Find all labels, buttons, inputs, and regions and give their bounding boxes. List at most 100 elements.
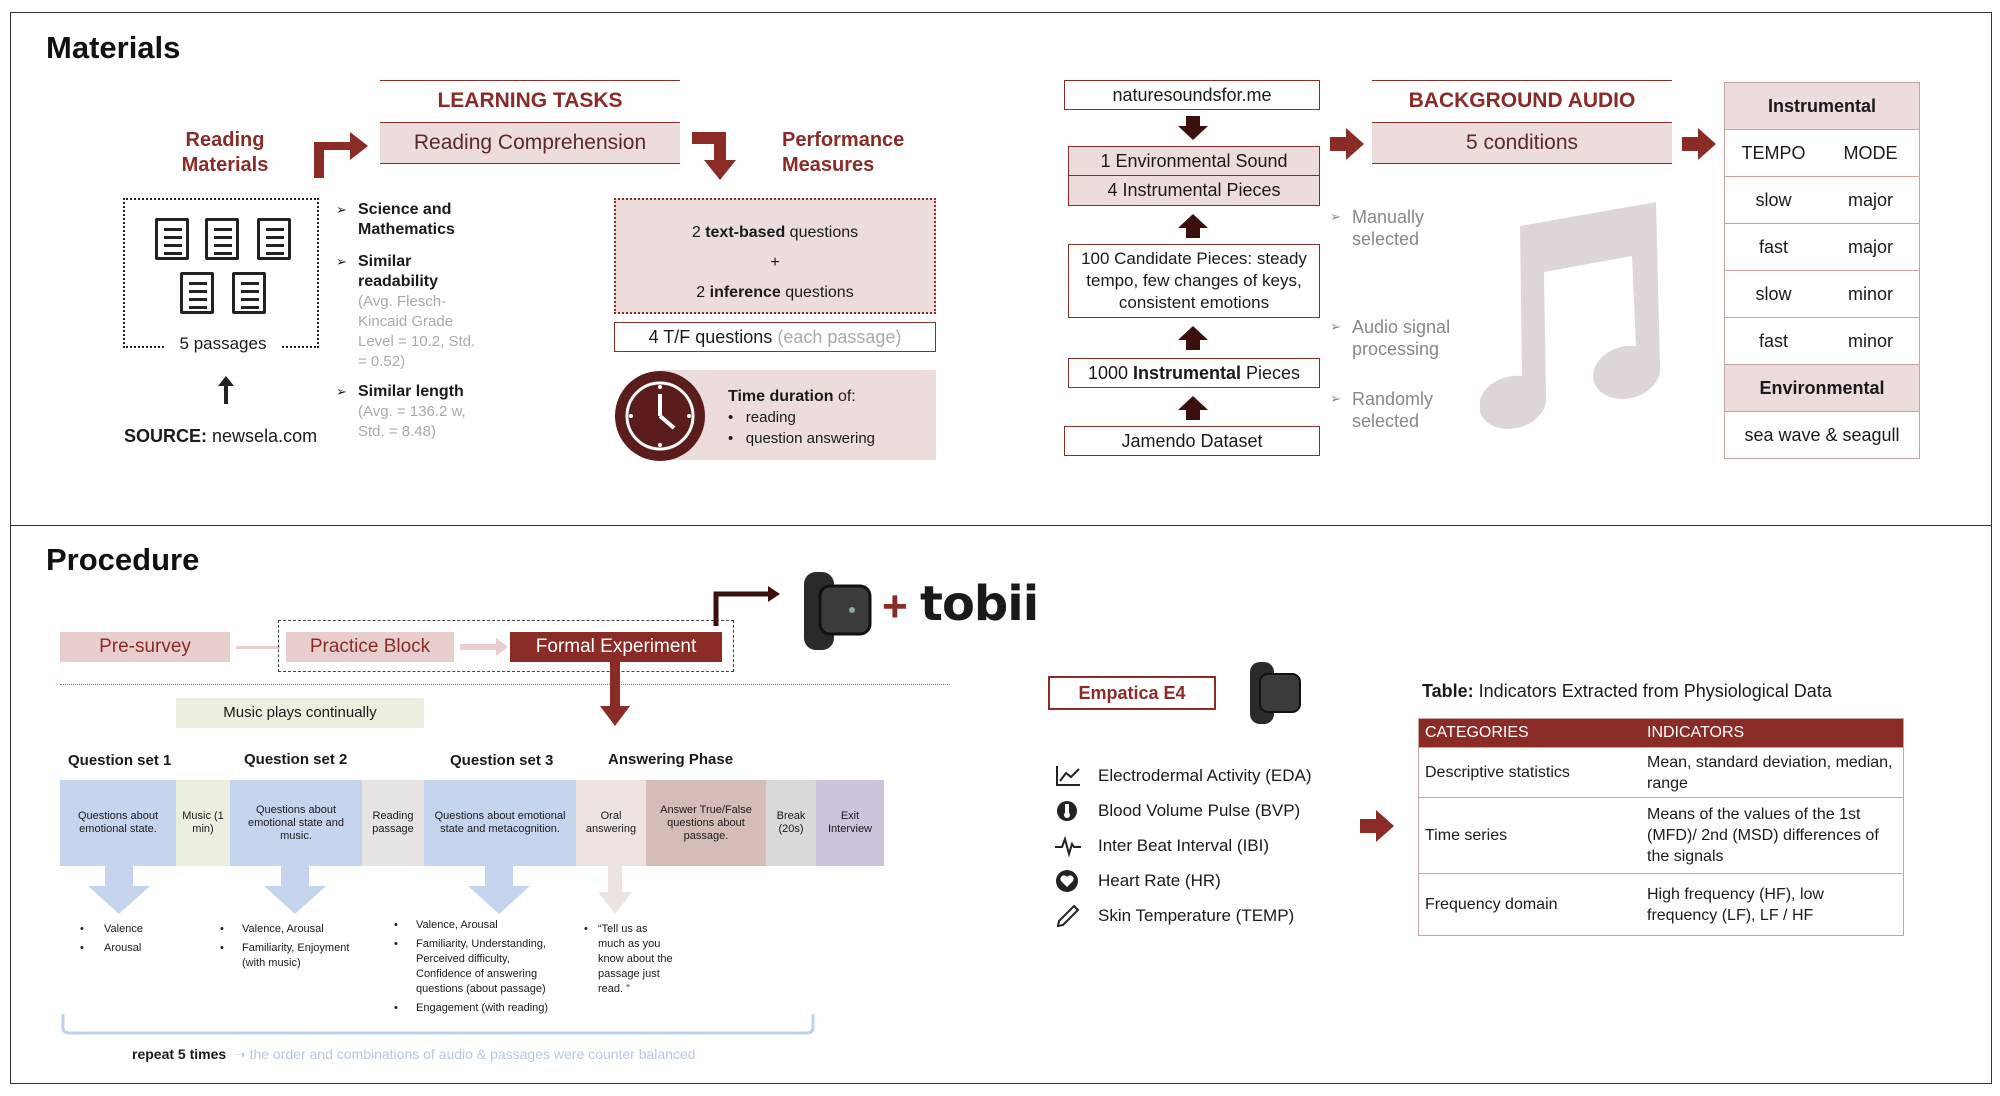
up-arrow-icon [1178,396,1208,420]
clock-icon [615,371,705,461]
up-arrow-icon [1178,326,1208,350]
down-arrow-icon [88,864,150,914]
procedure-title: Procedure [46,542,200,577]
bent-arrow-icon [314,132,368,178]
naturesounds-box: naturesoundsfor.me [1064,80,1320,110]
arrow-right-icon: ➝ [230,1046,250,1062]
timeline-band: Exit Interview [816,780,884,866]
materials-title: Materials [46,30,181,65]
music-plays-banner: Music plays continually [176,698,424,728]
down-arrow-icon [264,864,326,914]
timeline-band: Reading passage [362,780,424,866]
tobii-logo: tobii [920,576,1039,632]
timeline-band: Music (1 min) [176,780,230,866]
timeline-band: Oral answering [576,780,646,866]
divider-line [60,684,950,685]
timeline-bands: Questions about emotional state. Music (… [60,780,884,866]
properties-list: ➢ Science and Mathematics ➢ Similar read… [336,200,486,442]
reading-materials-label: Reading Materials [181,129,269,176]
formal-group-outline [278,620,734,672]
set2-list: •Valence, Arousal •Familiarity, Enjoymen… [220,923,350,969]
performance-measures-label: Performance Measures [782,129,905,176]
right-arrow-icon [460,638,508,656]
conditions-box: 5 conditions [1372,122,1672,164]
repeat-bracket [61,1014,815,1035]
table-row: sea wave & seagull [1725,411,1919,458]
answer-quote: •“Tell us as much as you know about the … [584,923,673,995]
table-row: slow major [1725,176,1919,223]
table-row: Frequency domain High frequency (HF), lo… [1419,873,1903,935]
table-row: TEMPO MODE [1725,129,1919,176]
table-header-row: CATEGORIES INDICATORS [1419,719,1903,747]
table-row: fast major [1725,223,1919,270]
source-line: SOURCE: newsela.com [124,426,317,447]
wristband-icon [1250,662,1301,724]
procedure-panel [10,525,1992,1084]
chevron-right-icon: ➢ [1330,209,1341,224]
indicator-item: Electrodermal Activity (EDA) [1054,758,1354,793]
set-header: Question set 1 [68,752,172,769]
passages-label: 5 passages [165,334,281,354]
chevron-right-icon: ➢ [336,202,347,217]
table-caption: Table: Indicators Extracted from Physiol… [1422,681,1832,701]
right-arrow-icon [1330,128,1364,160]
table-row: fast minor [1725,317,1919,364]
chart-line-icon [1056,765,1080,786]
questions-box: 2 text-based questions + 2 inference que… [614,198,936,314]
music-note-icon [1480,202,1661,429]
turn-down-arrow-icon [692,132,736,180]
instrumental-header: Instrumental [1725,83,1919,129]
jamendo-box: Jamendo Dataset [1064,426,1320,456]
pulse-icon [1055,835,1081,858]
timeline-band: Answer True/False questions about passag… [646,780,766,866]
down-arrow-icon [1178,116,1208,140]
down-arrow-icon [600,662,630,726]
time-duration-text: Time duration of: • reading • question a… [728,388,876,447]
table-row: Descriptive statistics Mean, standard de… [1419,747,1903,797]
formal-experiment-box: Formal Experiment [510,632,722,662]
set-header: Question set 3 [450,752,554,769]
environmental-header: Environmental [1725,364,1919,411]
instr-pieces-box: 4 Instrumental Pieces [1068,176,1320,206]
connector-line [236,646,280,649]
chevron-right-icon: ➢ [1330,319,1341,334]
document-icon [205,218,239,260]
document-icon [180,272,214,314]
learning-tasks-title: LEARNING TASKS [380,80,680,113]
set3-list: •Valence, Arousal •Familiarity, Understa… [394,919,549,1014]
indicator-item: Inter Beat Interval (IBI) [1054,828,1354,863]
set1-list: •Valence •Arousal [80,923,143,954]
indicator-item: Blood Volume Pulse (BVP) [1054,793,1354,828]
thousand-pieces-box: 1000 Instrumental Pieces [1068,358,1320,388]
indicator-item: Skin Temperature (TEMP) [1054,898,1354,933]
right-arrow-icon [1682,128,1716,160]
set-header: Question set 2 [244,751,348,768]
property-item: ➢ Similar length (Avg. = 136.2 w, Std. =… [336,383,466,440]
passages-box: 5 passages [123,198,319,354]
env-sound-box: 1 Environmental Sound [1068,146,1320,176]
timeline-band: Questions about emotional state and meta… [424,780,576,866]
plus-icon: + [882,582,908,631]
candidate-box: 100 Candidate Pieces: steady tempo, few … [1068,244,1320,318]
table-row: Time series Means of the values of the 1… [1419,797,1903,873]
wristband-icon [804,572,872,650]
indicator-list: Electrodermal Activity (EDA) Blood Volum… [1054,758,1354,933]
empatica-label: Empatica E4 [1048,676,1216,710]
repeat-line: repeat 5 times ➝ the order and combinati… [132,1046,696,1062]
reading-comprehension-box: Reading Comprehension [380,122,680,164]
source-link[interactable]: newsela.com [212,426,318,446]
background-audio-title: BACKGROUND AUDIO [1372,80,1672,113]
thermometer-icon [1056,904,1080,927]
time-duration-box [660,370,936,460]
chevron-right-icon: ➢ [1330,391,1341,406]
tf-questions-box: 4 T/F questions (each passage) [614,322,936,352]
conditions-table: Instrumental TEMPO MODE slow major fast … [1724,82,1920,459]
table-row: slow minor [1725,270,1919,317]
up-arrow-icon [218,376,234,404]
down-arrow-icon [598,864,632,914]
bent-arrow-icon [713,586,780,626]
set-header: Answering Phase [608,751,734,768]
indicator-item: Heart Rate (HR) [1054,863,1354,898]
right-arrow-icon [1360,810,1394,842]
practice-block-box: Practice Block [286,632,454,662]
